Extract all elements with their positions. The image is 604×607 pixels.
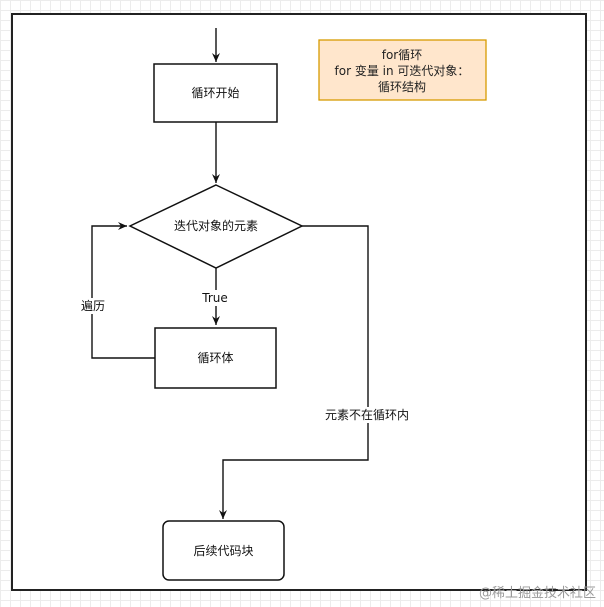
exit-arrow	[219, 225, 369, 519]
note-line-2: for 变量 in 可迭代对象：	[335, 63, 470, 78]
next-block-label: 后续代码块	[193, 544, 253, 558]
loop-body-label: 循环体	[197, 351, 233, 365]
traverse-label: 遍历	[81, 299, 105, 313]
true-label: True	[201, 291, 228, 305]
note-line-1: for循环	[382, 48, 423, 62]
loop-start-label: 循环开始	[191, 86, 239, 100]
watermark: @稀土掘金技术社区	[478, 586, 596, 601]
exit-label: 元素不在循环内	[325, 408, 409, 422]
loop-start-box[interactable]	[153, 63, 278, 123]
next-block-box[interactable]	[162, 520, 285, 581]
note-box[interactable]	[318, 39, 487, 101]
loop-body-box[interactable]	[154, 327, 277, 389]
note-line-3: 循环结构	[378, 79, 426, 94]
traverse-loop-arrow	[91, 222, 155, 359]
decision-label: 迭代对象的元素	[174, 218, 258, 233]
